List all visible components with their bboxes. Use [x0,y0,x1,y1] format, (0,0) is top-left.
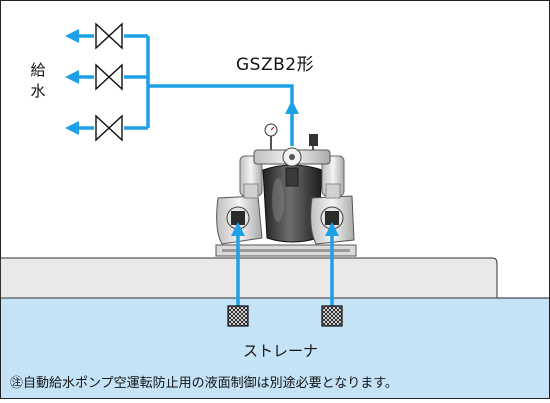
strainer-label: ストレーナ [243,342,319,360]
water-tank [0,297,550,399]
gate-valve-icon [95,114,123,142]
supply-piping [65,29,294,146]
pump-unit-icon [215,123,357,257]
suction-arrow-icon [325,222,339,236]
strainer-icon [321,305,343,327]
strainer-icon [227,305,249,327]
model-label: GSZB2形 [236,55,315,75]
suction-arrow-icon [231,222,245,236]
ground-slab [0,257,498,299]
footnote: ㊟自動給水ポンプ空運転防止用の液面制御は別途必要となります。 [10,376,398,391]
suction-piping [236,234,334,306]
riser-arrow-icon [285,100,299,114]
gate-valve-icon [95,22,123,50]
supply-label: 給水 [30,61,46,100]
gate-valve-icon [95,63,123,91]
